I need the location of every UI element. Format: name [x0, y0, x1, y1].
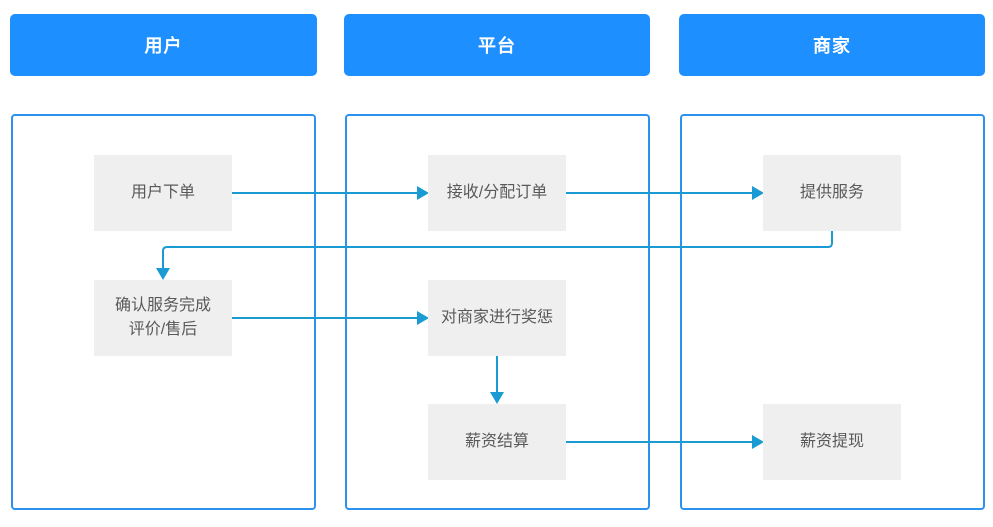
lane-body-user — [11, 114, 316, 510]
lane-body-platform — [345, 114, 650, 510]
lane-header-merchant: 商家 — [679, 14, 985, 76]
node-receive-order-label: 接收/分配订单 — [446, 184, 548, 201]
node-salary-settle-label: 薪资结算 — [464, 433, 529, 450]
node-reward-punish-label: 对商家进行奖惩 — [440, 309, 553, 326]
lane-header-platform-label: 平台 — [478, 36, 516, 56]
lane-header-user-label: 用户 — [144, 36, 183, 56]
node-provide-service: 提供服务 — [763, 155, 901, 231]
node-receive-order: 接收/分配订单 — [428, 155, 566, 231]
node-salary-settle: 薪资结算 — [428, 404, 566, 480]
node-reward-punish: 对商家进行奖惩 — [428, 280, 566, 356]
node-salary-withdraw: 薪资提现 — [763, 404, 901, 480]
node-place-order: 用户下单 — [94, 155, 232, 231]
lane-header-user: 用户 — [10, 14, 317, 76]
lane-header-merchant-label: 商家 — [813, 36, 851, 56]
lane-header-platform: 平台 — [344, 14, 650, 76]
node-confirm-service-label: 确认服务完成 评价/售后 — [114, 297, 211, 338]
node-confirm-service: 确认服务完成 评价/售后 — [94, 280, 232, 356]
lane-body-merchant — [680, 114, 985, 510]
node-place-order-label: 用户下单 — [130, 184, 195, 201]
node-salary-withdraw-label: 薪资提现 — [799, 433, 864, 450]
node-provide-service-label: 提供服务 — [799, 184, 864, 201]
